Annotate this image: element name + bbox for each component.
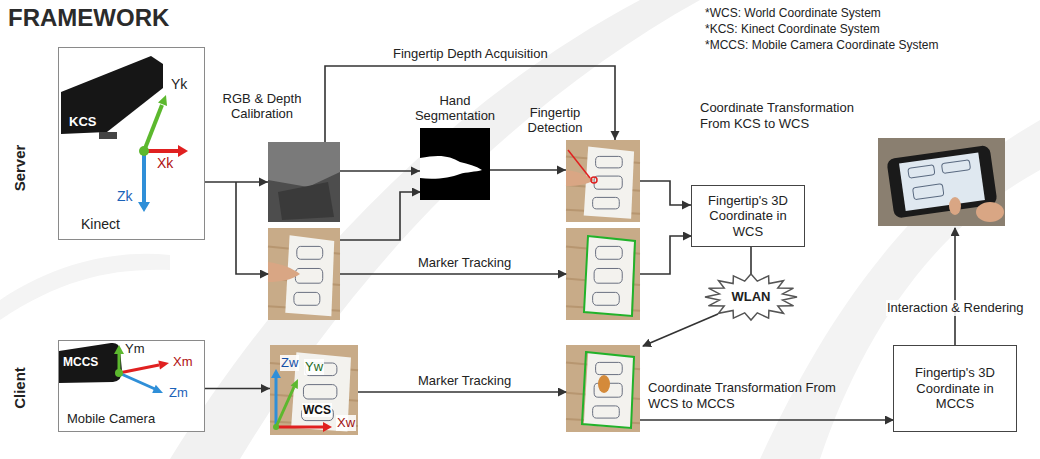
device-panel: KCS YkXkZkKinect xyxy=(58,47,205,240)
arrow-label: Marker Tracking xyxy=(418,255,511,271)
stage-heading: RGB & Depth Calibration xyxy=(212,91,312,122)
phone-photo xyxy=(878,138,1005,226)
abbreviation-note: *KCS: Kinect Coordinate System xyxy=(705,22,880,36)
arrowhead xyxy=(557,166,566,175)
process-box: Fingertip's 3D Coordinate in WCS xyxy=(691,185,805,247)
side-label: Server xyxy=(11,145,29,192)
stage-heading: Fingertip Detection xyxy=(510,105,600,136)
abbreviation-note: *MCCS: Mobile Camera Coordinate System xyxy=(705,38,938,52)
side-label: Client xyxy=(11,367,29,409)
connector xyxy=(750,247,752,274)
axis-label: Xk xyxy=(157,155,173,172)
arrowhead xyxy=(611,131,620,140)
coordinate-name: MCCS xyxy=(63,355,98,369)
device-panel: MCCS YmXmZmMobile Camera xyxy=(58,340,205,432)
illustration xyxy=(268,142,340,222)
axis-label: Xw xyxy=(336,415,356,431)
stage-heading: Hand Segmentation xyxy=(405,93,505,124)
process-box: Fingertip's 3D Coordinate in MCCS xyxy=(893,345,1017,432)
axis-label: Yw xyxy=(304,359,324,375)
axis-label: Zm xyxy=(169,385,188,401)
device-label: Kinect xyxy=(81,216,120,233)
connector xyxy=(205,388,270,390)
box-label: Fingertip's 3D Coordinate in MCCS xyxy=(900,365,1010,412)
arrow-label: Marker Tracking xyxy=(418,373,511,389)
axis-label: Zw xyxy=(280,355,299,371)
connector xyxy=(205,181,268,183)
image-panel: Zw YwWCS Xw xyxy=(270,345,358,435)
arrowhead xyxy=(411,167,420,176)
starburst-node: WLAN xyxy=(705,274,797,320)
axis-label: Zk xyxy=(117,188,133,205)
axis-label: Yk xyxy=(171,76,187,93)
arrowhead xyxy=(261,384,270,393)
image-panel: Fingertip Detection xyxy=(566,140,640,222)
arrow-label: Coordinate Transformation From WCS to MC… xyxy=(648,380,838,411)
illustration xyxy=(566,140,640,222)
client-tracked-image xyxy=(566,345,640,432)
box-label: Fingertip's 3D Coordinate in WCS xyxy=(698,193,798,240)
rgb-image xyxy=(268,228,340,320)
abbreviation-note: *WCS: World Coordinate System xyxy=(705,6,881,20)
image-panel: RGB & Depth Calibration xyxy=(268,142,340,222)
edge-label: Coordinate Transformation From KCS to WC… xyxy=(700,100,875,131)
arrowhead xyxy=(682,201,691,210)
illustration xyxy=(420,128,490,200)
marker-tracked-image xyxy=(566,228,640,320)
image-panel: Hand Segmentation xyxy=(420,128,490,200)
device-label: Mobile Camera xyxy=(67,411,155,427)
connector xyxy=(490,169,566,171)
coordinate-name: KCS xyxy=(69,114,96,130)
arrow-label: Interaction & Rendering xyxy=(886,300,1025,316)
network-label: WLAN xyxy=(732,289,771,305)
diagram-title: FRAMEWORK xyxy=(8,4,169,33)
connector xyxy=(340,170,420,172)
axis-label: Ym xyxy=(125,341,145,357)
coordinate-name: WCS xyxy=(302,403,332,417)
axis-label: Xm xyxy=(173,354,193,370)
edge-label: Fingertip Depth Acquisition xyxy=(393,46,548,62)
arrowhead xyxy=(259,178,268,187)
